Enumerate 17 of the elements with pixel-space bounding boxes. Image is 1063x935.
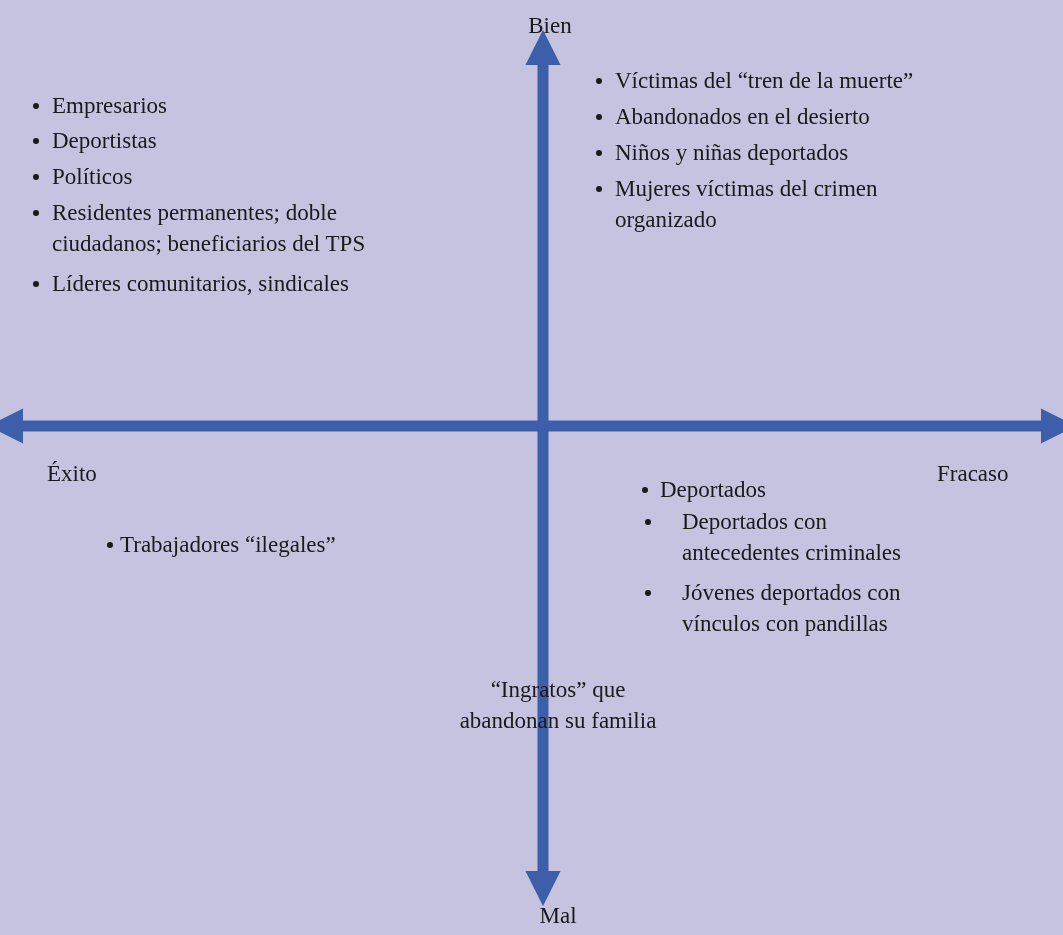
list-item: Trabajadores “ilegales” bbox=[120, 531, 336, 559]
list-item: Residentes permanentes; doble ciudadanos; beneficiarios del TPS bbox=[52, 199, 367, 258]
list-item: Jóvenes deportados con vínculos con pandillas bbox=[682, 579, 902, 638]
list-item: Abandonados en el desierto bbox=[615, 103, 870, 131]
list-item: Mujeres víctimas del crimen organizado bbox=[615, 175, 879, 234]
list-item: Niños y niñas deportados bbox=[615, 139, 849, 167]
list-item: Líderes comunitarios, sindicales bbox=[52, 270, 349, 298]
list-item: Deportados bbox=[660, 476, 767, 504]
list-item: Víctimas del “tren de la muerte” bbox=[615, 67, 914, 95]
list-item: Empresarios bbox=[52, 92, 167, 120]
axis-label: Fracaso bbox=[937, 460, 1009, 488]
axis-label: Éxito bbox=[47, 460, 97, 488]
list-item: Deportistas bbox=[52, 127, 157, 155]
axis-label: Bien bbox=[527, 12, 573, 40]
list-item: Deportados con antecedentes criminales bbox=[682, 508, 903, 567]
list-item: Políticos bbox=[52, 163, 133, 191]
axis-label: Mal bbox=[538, 902, 578, 930]
